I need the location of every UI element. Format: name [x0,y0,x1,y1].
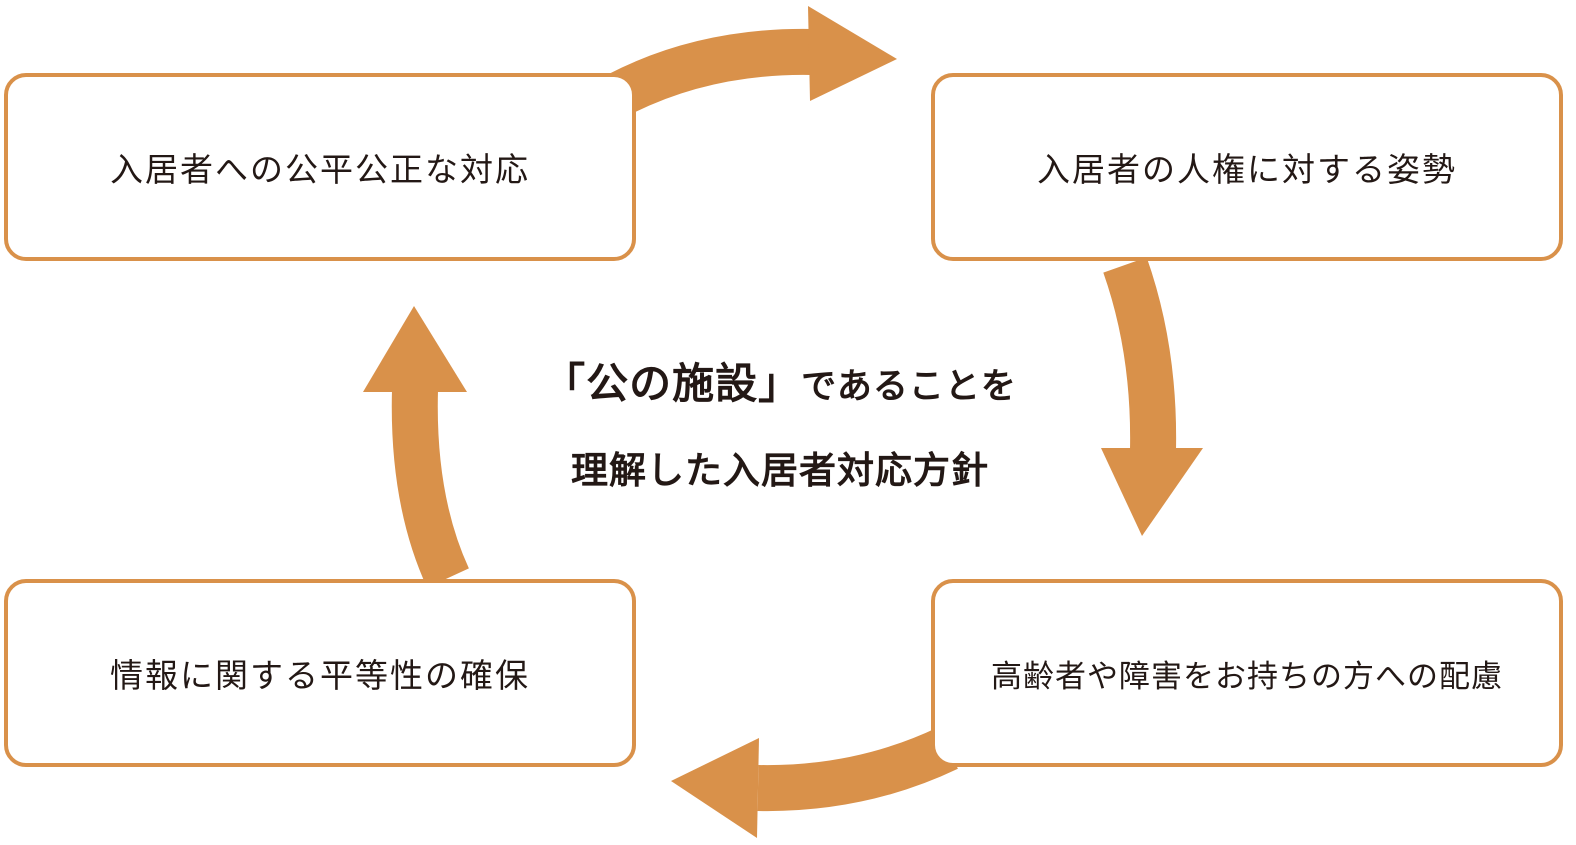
center-title-line2: 理解した入居者対応方針 [571,449,989,492]
center-policy-title: 「公の施設」であることを 理解した入居者対応方針 [470,345,1090,510]
box-fair-treatment-label: 入居者への公平公正な対応 [110,150,530,189]
box-human-rights: 入居者の人権に対する姿勢 [931,73,1563,261]
arrow-left-curve [391,389,470,588]
center-title-emphasis: 「公の施設」 [543,359,802,408]
arrow-top-curve [607,28,813,116]
center-title-line1-rest: であることを [801,367,1017,407]
center-title-line1: 「公の施設」であることを [470,345,1090,432]
arrow-top-head [808,6,897,101]
box-elderly-disabled-consideration: 高齢者や障害をお持ちの方への配慮 [931,579,1563,767]
arrow-bottom-head [671,738,759,838]
box-fair-treatment: 入居者への公平公正な対応 [4,73,636,261]
box-information-equality-label: 情報に関する平等性の確保 [110,656,530,695]
arrow-bottom-curve [757,727,958,812]
box-human-rights-label: 入居者の人権に対する姿勢 [1037,150,1457,189]
box-elderly-disabled-consideration-label: 高齢者や障害をお持ちの方への配慮 [991,658,1503,695]
arrow-right-curve [1103,257,1177,451]
arrow-left-head [363,306,467,392]
box-information-equality: 情報に関する平等性の確保 [4,579,636,767]
arrow-right-head [1101,448,1203,536]
